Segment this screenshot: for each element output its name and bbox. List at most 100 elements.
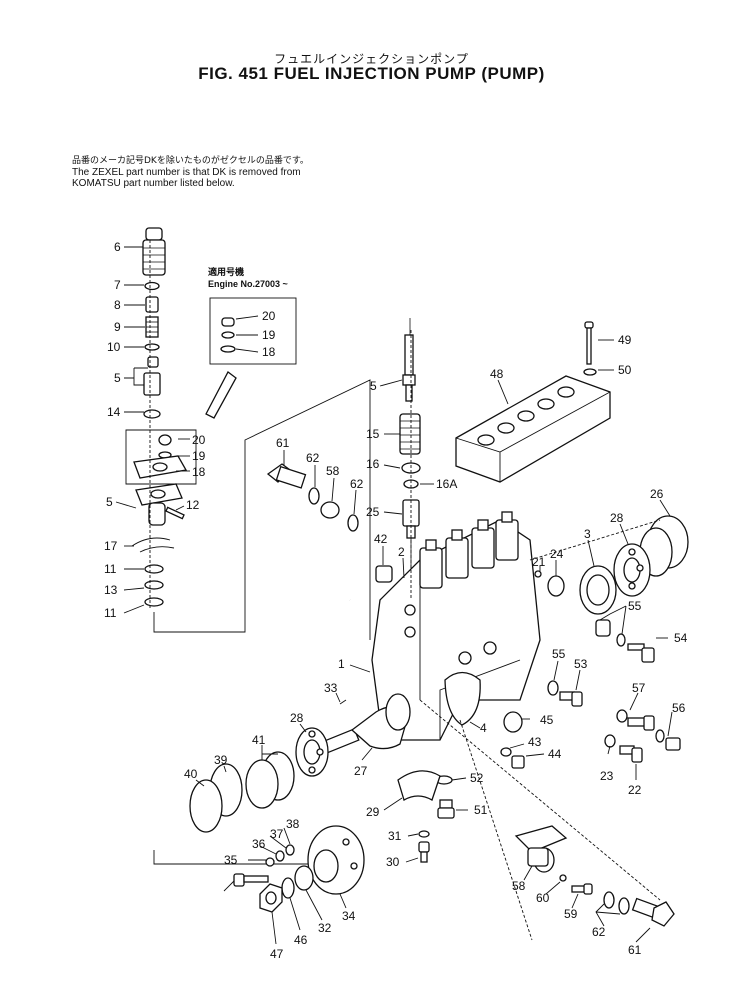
bolt-22	[619, 745, 643, 763]
bolt-59	[571, 883, 593, 895]
callout: 60	[536, 891, 550, 905]
callout: 19	[192, 449, 206, 463]
callout: 58	[512, 879, 526, 893]
callout: 13	[104, 583, 118, 597]
inset-engine-label: Engine No.27003 ~	[208, 279, 288, 289]
group-bracket-line	[153, 379, 371, 640]
callout-labels: 6 7 8 9 10 5 14 20 19 18 5 12 17 11 13 1…	[104, 240, 688, 961]
callout: 3	[584, 527, 591, 541]
callout: 28	[610, 511, 624, 525]
callout: 22	[628, 783, 642, 797]
callout: 14	[107, 405, 121, 419]
callout: 47	[270, 947, 284, 961]
assembly-box-left	[125, 429, 197, 485]
figure-title-japanese: フュエルインジェクションポンプ	[274, 52, 469, 66]
note-line-2: The ZEXEL part number is that DK is remo…	[72, 167, 301, 178]
washer-50	[583, 368, 597, 376]
callout: 5	[114, 371, 121, 385]
plug-51	[437, 799, 455, 819]
fitting-58-lower	[514, 825, 568, 873]
o-ring-11b	[144, 597, 164, 607]
bolt-54	[627, 643, 655, 663]
bearing-28-right	[613, 543, 651, 597]
bearing-28-left	[295, 727, 329, 777]
circlip-17	[131, 537, 175, 553]
callout: 5	[106, 495, 113, 509]
callout: 17	[104, 539, 118, 553]
drive-coupling-34	[307, 825, 365, 895]
callout: 57	[632, 681, 646, 695]
callout: 11	[104, 562, 117, 576]
callout: 53	[574, 657, 588, 671]
flange-plate-18-left	[133, 455, 188, 479]
callout: 38	[286, 817, 300, 831]
callout: 27	[354, 764, 368, 778]
plug-44	[511, 755, 525, 769]
nut-20-inset	[221, 317, 235, 327]
callout: 19	[262, 328, 276, 342]
callout: 11	[104, 606, 117, 620]
callout: 39	[214, 753, 228, 767]
figure-title: FIG. 451 FUEL INJECTION PUMP (PUMP)	[198, 64, 545, 83]
callout: 49	[618, 333, 632, 347]
nut-47	[259, 883, 283, 913]
o-ring-45	[503, 711, 523, 733]
o-ring-41b	[245, 759, 279, 809]
callout: 58	[326, 464, 340, 478]
washer-32	[294, 865, 314, 891]
callout: 40	[184, 767, 198, 781]
washer-55-upper	[616, 633, 626, 647]
callout: 16	[366, 457, 380, 471]
bolt-53	[559, 691, 583, 707]
centerline-right-lower	[419, 699, 661, 901]
callout: 62	[350, 477, 364, 491]
bolt-35	[233, 873, 269, 887]
callout: 32	[318, 921, 332, 935]
pin-21	[534, 570, 542, 578]
callout: 30	[386, 855, 400, 869]
washer-60	[559, 874, 567, 882]
inset-box	[209, 297, 297, 365]
washer-38	[285, 844, 295, 856]
callout: 43	[528, 735, 542, 749]
callout: 5	[370, 379, 377, 393]
callout: 46	[294, 933, 308, 947]
barrel-flange-5	[135, 483, 183, 526]
callout: 52	[470, 771, 484, 785]
washer-37	[275, 850, 285, 862]
gasket-10	[144, 343, 160, 351]
callout: 37	[270, 827, 284, 841]
callout: 16A	[436, 477, 457, 491]
o-ring-13	[144, 580, 164, 590]
callout: 21	[532, 555, 546, 569]
callout: 20	[262, 309, 276, 323]
delivery-valve-5	[143, 356, 161, 396]
callout: 56	[672, 701, 686, 715]
callout: 6	[114, 240, 121, 254]
part-number-note: 品番のメーカ記号DKを除いたものがゼクセルの品番です。 The ZEXEL pa…	[72, 156, 309, 189]
callout: 54	[674, 631, 688, 645]
centerline-bearing	[529, 519, 661, 561]
callout: 26	[650, 487, 664, 501]
callout: 8	[114, 298, 121, 312]
callout: 4	[480, 721, 487, 735]
callout: 45	[540, 713, 554, 727]
plug-24	[547, 575, 565, 597]
bolt-56b	[665, 737, 681, 751]
callout: 2	[398, 545, 405, 559]
plunger-5	[402, 334, 416, 402]
leader-lines	[115, 246, 673, 945]
washer-36	[265, 857, 275, 867]
washer-62a	[308, 487, 320, 505]
delivery-valve-holder-6	[142, 227, 166, 276]
callout: 25	[366, 505, 380, 519]
callout: 61	[628, 943, 642, 957]
lock-washer-46	[281, 877, 295, 899]
washer-57	[616, 709, 628, 723]
callout: 31	[388, 829, 402, 843]
o-ring-11	[144, 564, 164, 574]
nut-20-left	[158, 434, 172, 446]
callout: 33	[324, 681, 338, 695]
bolt-49	[584, 321, 594, 365]
banjo-bolt-61	[266, 463, 307, 489]
